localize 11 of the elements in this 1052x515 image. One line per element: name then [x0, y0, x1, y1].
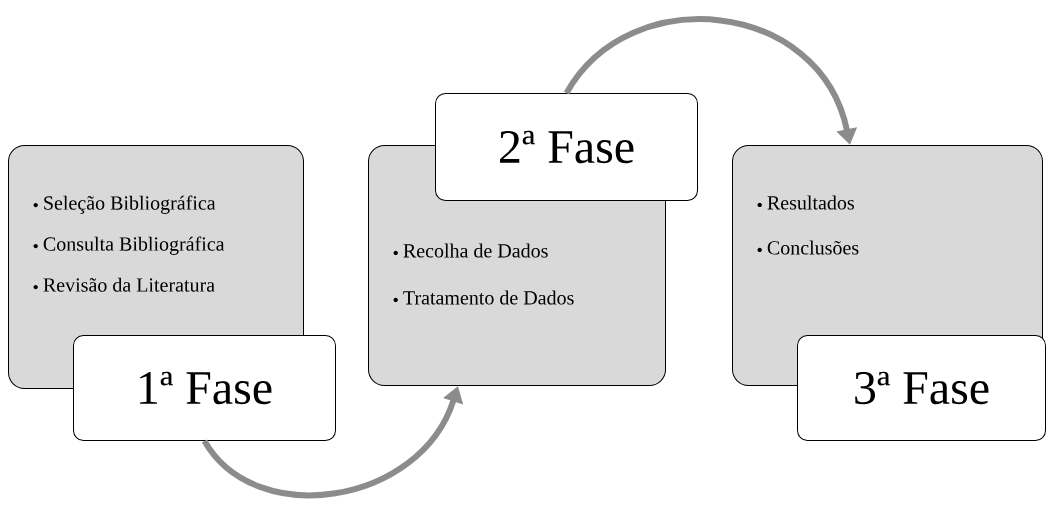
bullet-item: Recolha de Dados — [393, 243, 548, 258]
phase-title-box: 1ª Fase — [73, 335, 336, 441]
node-label: 3ª Fase — [855, 371, 989, 405]
bullet-item: Consulta Bibliográfica — [33, 236, 225, 255]
phase-title-box: 2ª Fase — [435, 93, 698, 201]
bullet-item: Seleção Bibliográfica — [33, 195, 216, 214]
phase-title-box: 3ª Fase — [797, 335, 1046, 441]
bullet-item: Tratamento de Dados — [393, 290, 574, 305]
bullet-item: Revisão da Literatura — [33, 277, 215, 292]
bullet-item: Conclusões — [757, 240, 859, 255]
bullet-item: Resultados — [757, 195, 854, 210]
